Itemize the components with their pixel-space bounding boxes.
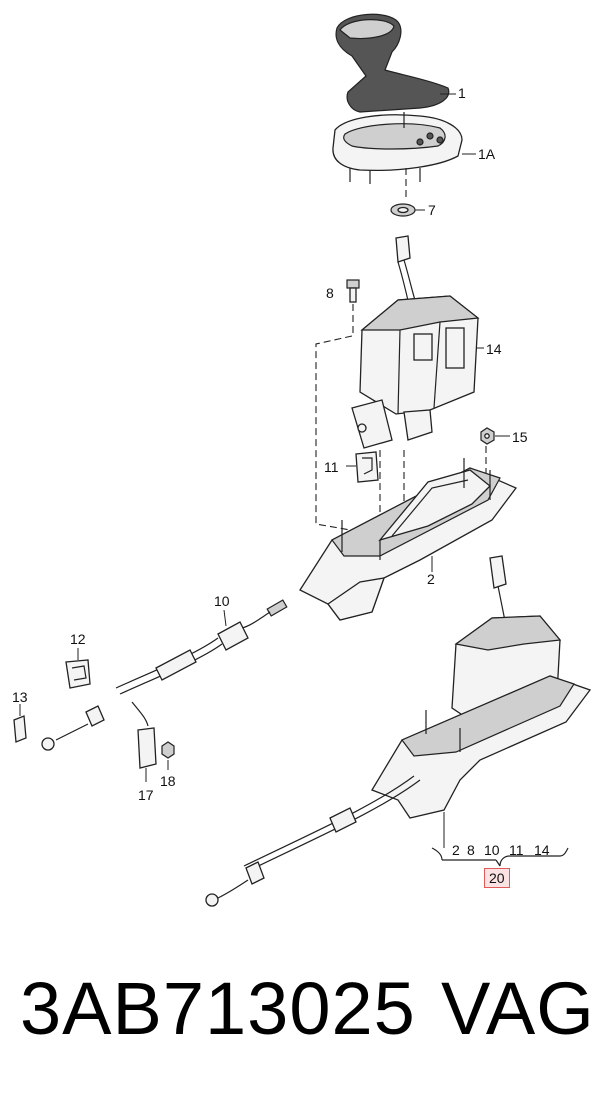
nut-part <box>480 427 510 445</box>
callout-7: 7 <box>428 202 436 218</box>
callout-10: 10 <box>214 593 230 609</box>
exploded-parts-diagram <box>13 13 592 907</box>
kit-item-8: 8 <box>467 842 475 858</box>
retainer-17-part <box>131 701 157 782</box>
brand-name: VAG <box>441 967 595 1050</box>
callout-8: 8 <box>326 285 334 301</box>
part-number: 3AB713025 <box>20 967 416 1050</box>
assembled-kit-part <box>205 555 592 907</box>
callout-15: 15 <box>512 429 528 445</box>
callout-13: 13 <box>12 689 28 705</box>
kit-number-label: 20 <box>484 868 510 888</box>
base-housing-part <box>299 458 518 621</box>
bolt-part <box>346 279 360 334</box>
callout-17: 17 <box>138 787 154 803</box>
callout-12: 12 <box>70 631 86 647</box>
kit-item-10: 10 <box>484 842 500 858</box>
callout-1a: 1A <box>478 146 496 162</box>
shifter-cover-part <box>332 112 476 184</box>
callout-18: 18 <box>160 773 176 789</box>
cable-clip-12-part <box>65 648 91 689</box>
shift-knob-part <box>335 13 456 113</box>
kit-item-14: 14 <box>534 842 550 858</box>
bracket-13-part <box>13 704 27 743</box>
ring-washer-part <box>390 203 425 217</box>
callout-1: 1 <box>458 85 466 101</box>
kit-item-11: 11 <box>509 842 524 858</box>
clip-part <box>346 451 379 483</box>
shift-cable-part <box>41 599 288 751</box>
callout-11: 11 <box>324 459 339 475</box>
callout-2: 2 <box>427 571 435 587</box>
callout-14: 14 <box>486 341 502 357</box>
kit-item-2: 2 <box>452 842 460 858</box>
nut-18-part <box>161 741 175 770</box>
selector-mechanism-part <box>351 235 484 449</box>
